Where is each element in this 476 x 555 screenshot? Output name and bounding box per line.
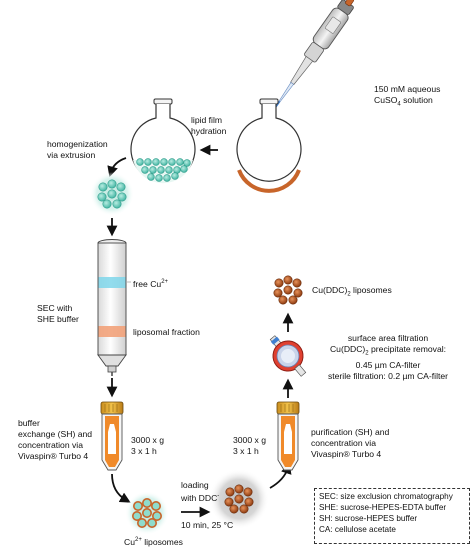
- liposome: [163, 174, 171, 182]
- liposome: [152, 510, 163, 521]
- buffer-exchange-label: buffer exchange (SH) and concentration v…: [18, 418, 93, 461]
- centrifuge-tube-icon: [276, 401, 300, 471]
- filtration-label: surface area filtration Cu(DDC)2 precipi…: [327, 333, 449, 381]
- liposome: [288, 295, 298, 305]
- liposome: [117, 192, 127, 202]
- liposome: [136, 158, 144, 166]
- liposome: [133, 500, 144, 511]
- sec-label: SEC with SHE buffer: [37, 303, 79, 324]
- liposome: [149, 166, 157, 174]
- liposome: [292, 278, 302, 288]
- liposome: [165, 166, 173, 174]
- liposome: [137, 517, 148, 528]
- liposome: [244, 497, 254, 507]
- liposome: [224, 497, 234, 507]
- liposome: [97, 192, 107, 202]
- liposome: [141, 166, 149, 174]
- arrow-icon: [107, 157, 127, 178]
- final-liposome-cluster: [273, 275, 303, 305]
- lipid-film-label: lipid film hydration: [191, 115, 227, 136]
- legend-item: CA: cellulose acetate: [319, 524, 396, 534]
- liposome: [225, 487, 235, 497]
- cuso4-label: 150 mM aqueous CuSO4 solution: [374, 84, 441, 108]
- liposome: [283, 285, 293, 295]
- liposome: [142, 507, 153, 518]
- loading-label: loading with DDC-: [181, 480, 220, 503]
- liposome: [155, 174, 163, 182]
- syringe-filter-icon: [269, 335, 307, 377]
- liposome: [283, 275, 293, 285]
- liposomal-fraction-label: liposomal fraction: [133, 327, 200, 337]
- liposome: [152, 158, 160, 166]
- liposome: [171, 172, 179, 180]
- arrow-icon: [269, 462, 292, 489]
- liposome: [168, 158, 176, 166]
- liposome: [147, 517, 158, 528]
- liposome: [239, 504, 249, 514]
- centrifuge-tube-icon: [100, 401, 124, 471]
- legend-item: SH: sucrose-HEPES buffer: [319, 513, 418, 523]
- legend-item: SEC: size exclusion chromatography: [319, 492, 453, 501]
- spin-left-label: 3000 x g 3 x 1 h: [131, 435, 164, 456]
- round-flask-icon: [236, 98, 302, 193]
- liposome: [293, 288, 303, 298]
- sec-column-icon: [97, 239, 127, 376]
- loading-conditions-label: 10 min, 25 °C: [181, 520, 234, 530]
- liposome-cluster: [125, 491, 169, 535]
- liposome-cluster: [90, 172, 134, 216]
- liposome: [116, 182, 126, 192]
- purification-label: purification (SH) and concentration via …: [311, 427, 390, 459]
- liposome: [176, 158, 184, 166]
- liposome: [243, 487, 253, 497]
- liposome: [234, 494, 244, 504]
- liposome: [107, 189, 117, 199]
- liposome: [234, 484, 244, 494]
- liposome: [98, 182, 108, 192]
- liposome: [278, 295, 288, 305]
- free-cu-label: free Cu2+: [133, 278, 169, 289]
- liposome: [144, 158, 152, 166]
- liposome: [183, 159, 191, 167]
- spin-right-label: 3000 x g 3 x 1 h: [233, 435, 266, 456]
- arrow-icon: [111, 473, 131, 503]
- abbreviation-legend: SEC: size exclusion chromatography SHE: …: [314, 488, 470, 544]
- liposome: [274, 278, 284, 288]
- legend-item: SHE: sucrose-HEPES-EDTA buffer: [319, 502, 447, 512]
- liposome: [102, 199, 112, 209]
- liposome: [112, 199, 122, 209]
- liposome: [107, 179, 117, 189]
- liposome: [147, 173, 155, 181]
- liposome: [229, 504, 239, 514]
- liposome: [132, 510, 143, 521]
- round-flask-icon: [130, 98, 196, 184]
- liposome: [160, 158, 168, 166]
- liposome: [142, 497, 153, 508]
- homogenization-label: homogenization via extrusion: [47, 139, 108, 160]
- final-liposomes-label: Cu(DDC)2 liposomes: [312, 285, 392, 298]
- liposome: [273, 288, 283, 298]
- loaded-liposome-cluster: [209, 469, 269, 529]
- pipette-icon: [270, 0, 355, 114]
- liposome: [151, 500, 162, 511]
- liposome: [157, 166, 165, 174]
- cu-liposomes-label: Cu2+ liposomes: [124, 536, 183, 547]
- liposome: [180, 165, 188, 173]
